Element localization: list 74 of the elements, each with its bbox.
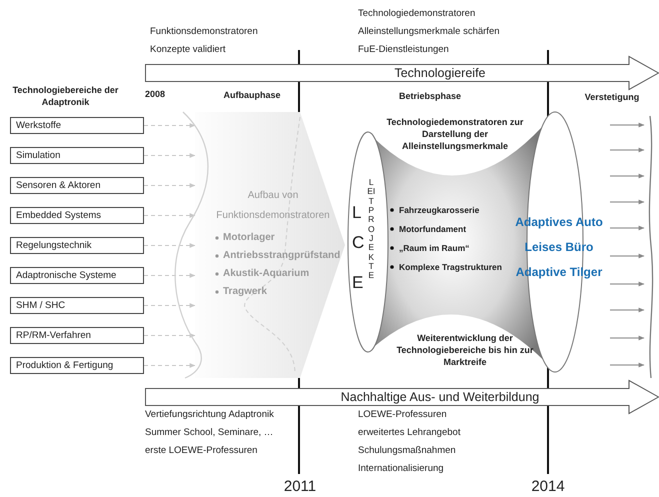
chevron-heading: Aufbau von Funktionsdemonstratoren xyxy=(215,189,331,223)
category-box xyxy=(10,207,144,224)
bullet-item: „Raum im Raum“ xyxy=(399,242,470,254)
arrow xyxy=(144,303,196,308)
annotation-text: LOEWE-Professuren xyxy=(358,409,447,422)
bullet-item: Tragwerk xyxy=(223,286,267,298)
box-label: Sensoren & Aktoren xyxy=(16,180,100,192)
arrow xyxy=(144,153,196,158)
arrow xyxy=(144,333,196,338)
large-letter: E xyxy=(352,274,364,292)
large-letter: C xyxy=(352,234,364,252)
annotation-text: Technologiedemonstratoren xyxy=(358,8,476,20)
arrow xyxy=(144,363,196,368)
bullet-item: Akustik-Aquarium xyxy=(223,268,310,280)
box-label: Werkstoffe xyxy=(16,120,62,132)
annotation-text: Konzepte validiert xyxy=(150,44,226,56)
category-box xyxy=(10,237,144,254)
arrow xyxy=(144,243,196,248)
box-label: Adaptronische Systeme xyxy=(16,270,116,282)
year-label: 2011 xyxy=(282,478,318,496)
annotation-text: Vertiefungsrichtung Adaptronik xyxy=(145,409,274,422)
column-heading: Technologiebereiche der Adaptronik xyxy=(12,84,120,108)
bullet-item: Fahrzeugkarosserie xyxy=(399,204,480,216)
band-label: Technologiereife xyxy=(393,65,487,81)
phase-label: Verstetigung xyxy=(584,91,640,103)
annotation-text: Summer School, Seminare, … xyxy=(145,427,274,440)
category-box xyxy=(10,117,144,134)
arrow xyxy=(610,148,645,152)
phase-label: Betriebsphase xyxy=(398,90,462,102)
arrow xyxy=(144,273,196,278)
box-label: Simulation xyxy=(16,150,60,162)
bullet-item: Komplexe Tragstrukturen xyxy=(399,261,502,273)
arrow xyxy=(144,213,196,218)
arrow xyxy=(610,282,645,286)
arrow xyxy=(610,200,645,204)
box-label: SHM / SHC xyxy=(16,300,66,312)
arrow xyxy=(610,174,645,178)
arrow xyxy=(610,254,645,258)
box-label: Embedded Systems xyxy=(16,210,102,222)
box-label: Regelungstechnik xyxy=(16,240,92,252)
annotation-text: FuE-Dienstleistungen xyxy=(358,44,449,56)
category-box xyxy=(10,267,144,284)
annotation-text: Funktionsdemonstratoren xyxy=(150,26,258,38)
category-box xyxy=(10,357,144,374)
category-box xyxy=(10,327,144,344)
arrow xyxy=(610,226,645,230)
arrow xyxy=(610,122,645,128)
band-label: Nachhaltige Aus- und Weiterbildung xyxy=(340,389,540,405)
annotation-text: erweitertes Lehrangebot xyxy=(358,427,460,440)
vertical-text: LEITPROJEKTE xyxy=(367,178,376,281)
wide-arrow-band xyxy=(145,56,659,90)
year-label: 2008 xyxy=(145,88,166,100)
box-label: Produktion & Fertigung xyxy=(16,360,114,372)
bullet-item: Motorlager xyxy=(223,232,275,244)
footer-text: Weiterentwicklung der Technologiebereiche bis hin zur Marktreife xyxy=(396,332,534,368)
category-box xyxy=(10,177,144,194)
heading-text: Technologiedemonstratoren zur Darstellung der Alleinstellungsmerkmale xyxy=(386,116,524,152)
large-letter: L xyxy=(352,204,362,222)
arrow xyxy=(610,336,645,340)
arrow xyxy=(610,308,645,312)
category-box xyxy=(10,297,144,314)
phase-label: Aufbauphase xyxy=(222,89,282,101)
arrow xyxy=(144,183,196,188)
arrow xyxy=(610,362,645,368)
arrow xyxy=(144,123,196,128)
annotation-text: Schulungsmaßnahmen xyxy=(358,445,456,458)
box-label: RP/RM-Verfahren xyxy=(16,330,91,342)
year-label: 2014 xyxy=(530,478,566,496)
bullet-item: Motorfundament xyxy=(399,223,466,235)
annotation-text: Alleinstellungsmerkmale schärfen xyxy=(358,26,500,38)
annotation-text: Internationalisierung xyxy=(358,463,444,476)
bullet-item: Antriebsstrangprüfstand xyxy=(223,250,340,262)
category-box xyxy=(10,147,144,164)
annotation-text: erste LOEWE-Professuren xyxy=(145,445,258,458)
